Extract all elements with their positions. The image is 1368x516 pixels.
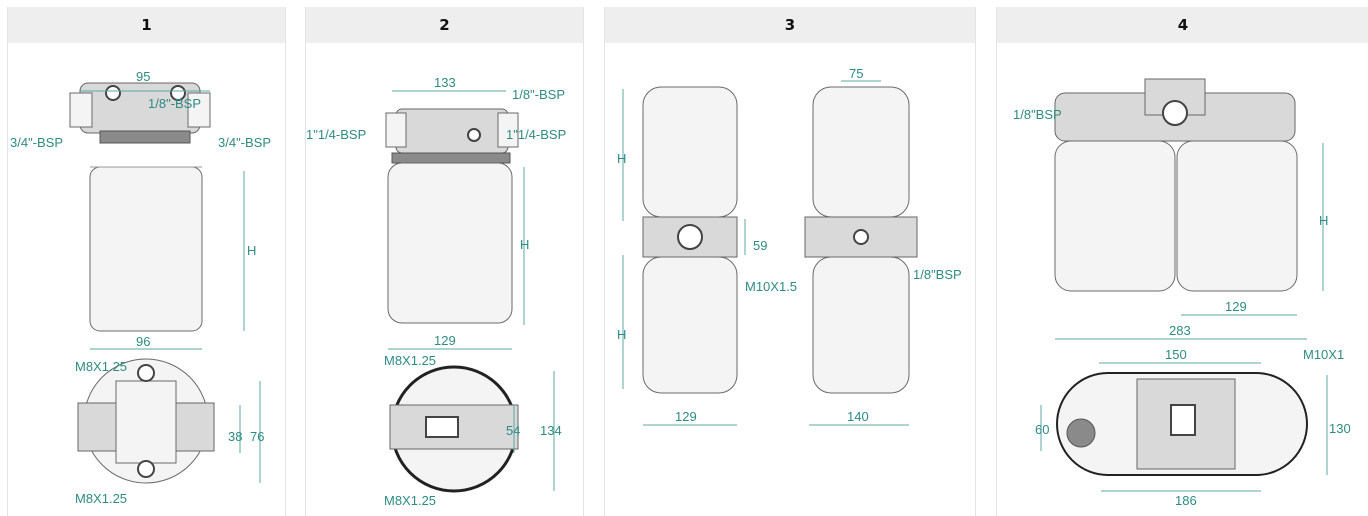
dim-129: 129 [675,409,697,424]
panel-2: 2 133 1/8"-BSP 1"1/4-BSP 1"1/4-BSP H 129… [305,7,584,516]
dim-h-bottom: H [617,327,626,342]
panel-2-title: 2 [306,7,583,43]
dim-59: 59 [753,238,767,253]
dim-m8-bottom: M8X1.25 [75,491,127,506]
dim-129: 129 [1225,299,1247,314]
dim-h: H [520,237,529,252]
dim-m10: M10X1 [1303,347,1344,362]
dim-bsp114-left: 1"1/4-BSP [306,127,366,142]
dim-h-top: H [617,151,626,166]
dim-bsp18: 1/8"BSP [913,267,962,282]
filter-2-drawing: 133 1/8"-BSP 1"1/4-BSP 1"1/4-BSP H 129 M… [306,75,566,508]
dim-h: H [247,243,256,258]
filter-4-drawing: 1/8"BSP H 129 283 150 M10X1 60 130 186 [1013,78,1351,508]
dim-96: 96 [136,334,150,349]
dim-m10: M10X1.5 [745,279,797,294]
dim-60: 60 [1035,422,1049,437]
panel-3-title: 3 [605,7,975,43]
panel-4: 4 1/8"BSP H 129 283 150 M10X1 60 130 186 [996,7,1368,516]
dim-76: 76 [250,429,264,444]
dim-bsp18: 1/8"-BSP [512,87,565,102]
dim-bsp34-right: 3/4"-BSP [218,135,271,150]
filter-3-drawing: H H 59 M10X1.5 129 75 1/8"BSP 140 [617,66,962,426]
dim-bsp18: 1/8"-BSP [148,96,201,111]
dim-75: 75 [849,66,863,81]
panel-3: 3 H H 59 M10X1.5 129 75 1/8"BSP 140 [604,7,976,516]
dim-130: 130 [1329,421,1351,436]
dim-38: 38 [228,429,242,444]
panel-4-title: 4 [997,7,1368,43]
dim-m8-top: M8X1.25 [75,359,127,374]
dim-129: 129 [434,333,456,348]
dim-133: 133 [434,75,456,90]
dim-h: H [1319,213,1328,228]
dim-150: 150 [1165,347,1187,362]
dim-m8-bottom: M8X1.25 [384,493,436,508]
dim-140: 140 [847,409,869,424]
dim-134: 134 [540,423,562,438]
filter-1-drawing: 95 1/8"-BSP 3/4"-BSP 3/4"-BSP H 96 M8X1.… [10,69,271,506]
panel-1: 1 95 1/8"-BSP 3/4"-BSP 3/4"-BSP H 96 M8X… [7,7,286,516]
dim-283: 283 [1169,323,1191,338]
dim-bsp34-left: 3/4"-BSP [10,135,63,150]
dim-95: 95 [136,69,150,84]
dim-186: 186 [1175,493,1197,508]
dim-54: 54 [506,423,520,438]
panel-1-title: 1 [8,7,285,43]
dim-m8-top: M8X1.25 [384,353,436,368]
dim-bsp18: 1/8"BSP [1013,107,1062,122]
dim-bsp114-right: 1"1/4-BSP [506,127,566,142]
